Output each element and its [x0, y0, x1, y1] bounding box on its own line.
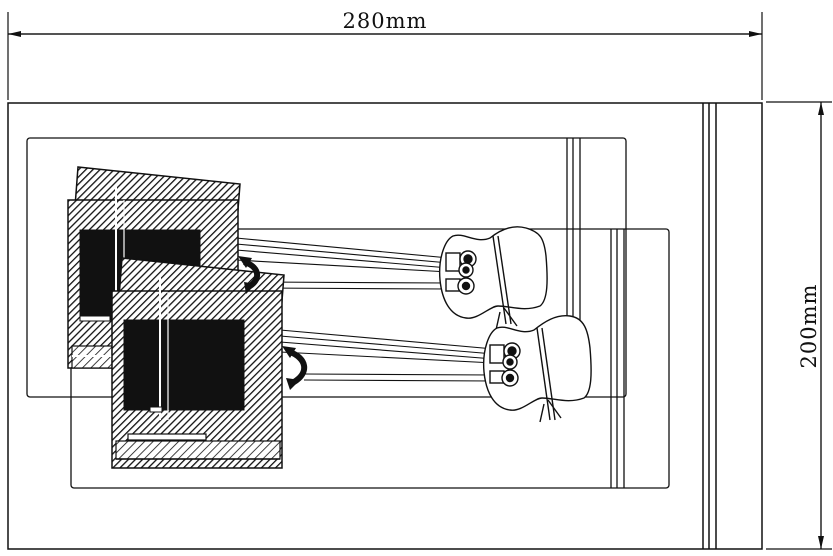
lower-tube-stem-2 [541, 327, 556, 421]
upper-flask-outline [438, 226, 548, 319]
lower-head-base [115, 440, 281, 460]
lower-head-module [111, 257, 285, 469]
lower-rotation-arrow [282, 346, 307, 390]
lower-tube-stem-1 [536, 327, 551, 421]
height-label: 200mm [797, 284, 821, 369]
upper-connector-cluster [445, 250, 477, 295]
width-label: 280mm [343, 9, 428, 33]
lower-connector-cluster [489, 342, 521, 387]
enclosure-frame [7, 102, 763, 550]
upper-plate-outline [26, 137, 627, 398]
upper-rotation-arrow [238, 256, 261, 294]
upper-cable-bundle [235, 237, 450, 290]
lower-tube-assembly [482, 315, 592, 423]
width-dimension: 280mm [7, 9, 763, 100]
lower-cable-bundle [279, 329, 495, 382]
lower-head-inner-block [123, 319, 245, 411]
enclosure-outline [7, 102, 763, 550]
upper-tube-stem-2 [497, 235, 512, 325]
height-dimension: 200mm [766, 101, 832, 550]
upper-head-slot [79, 315, 111, 322]
upper-tube-stem-1 [492, 235, 507, 325]
upper-tube-assembly [438, 226, 548, 331]
lower-head-bar [127, 433, 207, 441]
lower-head-slot [149, 406, 163, 413]
